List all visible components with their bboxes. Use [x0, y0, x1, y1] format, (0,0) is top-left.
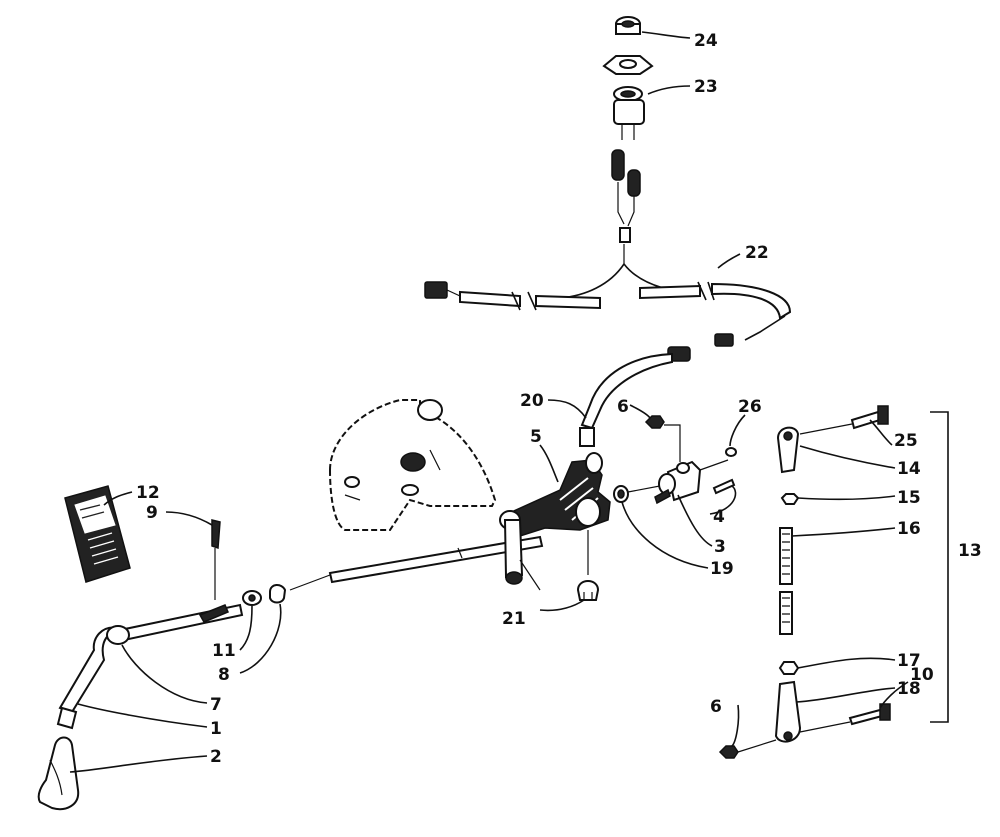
callout-labels: 24 23 22 20 5 6 26 25 14 15 16 13 17 10 …: [136, 31, 982, 767]
leader-lines: [69, 31, 909, 773]
callout-14: 14: [897, 459, 921, 479]
callout-18: 18: [897, 679, 921, 699]
callout-23: 23: [694, 77, 718, 97]
callout-16: 16: [897, 519, 921, 539]
mounting-bracket: [328, 399, 497, 531]
callout-22: 22: [745, 243, 769, 263]
shift-shaft: [37, 519, 544, 810]
callout-15: 15: [897, 488, 921, 508]
part-12-decal: [64, 485, 131, 583]
callout-20: 20: [520, 391, 544, 411]
callout-12: 12: [136, 483, 160, 503]
callout-25: 25: [894, 431, 918, 451]
callout-2: 2: [210, 747, 222, 767]
callout-1: 1: [210, 719, 222, 739]
part-23-switch: [611, 86, 645, 243]
callout-6-upper: 6: [617, 397, 629, 417]
part-5-shift-plate: [499, 452, 611, 601]
callout-5: 5: [530, 427, 542, 447]
callout-21: 21: [502, 609, 526, 629]
callout-3: 3: [714, 537, 726, 557]
callout-26: 26: [738, 397, 762, 417]
selector-arm-group: [613, 415, 737, 505]
linkage-rod-assembly: [718, 405, 949, 759]
part-24-cap: [602, 16, 654, 75]
callout-17: 17: [897, 651, 921, 671]
callout-10: 10: [910, 665, 934, 685]
part-22-harness: [424, 244, 792, 347]
callout-24: 24: [694, 31, 718, 51]
callout-7: 7: [210, 695, 222, 715]
callout-13: 13: [958, 541, 982, 561]
callout-9: 9: [146, 503, 158, 523]
callout-19: 19: [710, 559, 734, 579]
callout-4: 4: [713, 507, 725, 527]
callout-6-lower: 6: [710, 697, 722, 717]
callout-8: 8: [218, 665, 230, 685]
callout-11: 11: [212, 641, 236, 661]
part-20-lead: [579, 346, 691, 447]
